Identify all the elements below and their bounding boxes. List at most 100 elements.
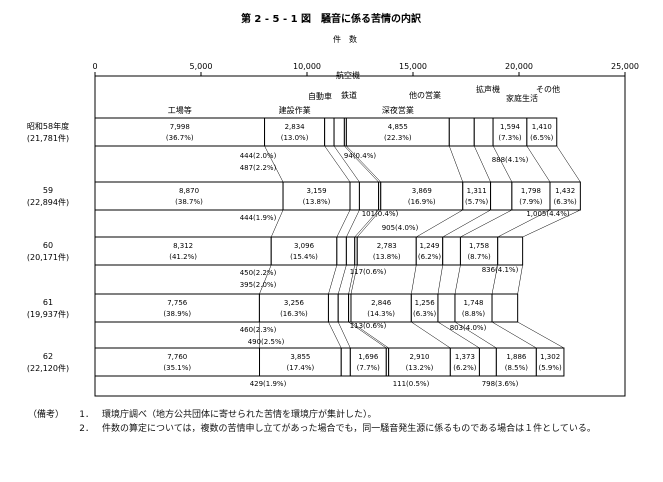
small-data-label: 487(2.2%): [240, 164, 277, 172]
data-label: 1,886: [506, 353, 527, 361]
connector-line: [556, 145, 581, 183]
data-label: (38.7%): [175, 198, 203, 206]
bar-segment: [345, 117, 450, 147]
small-data-label: 450(2.2%): [240, 269, 277, 277]
connector-line: [449, 145, 464, 183]
bar-segment: [495, 347, 537, 377]
series-label: その他: [536, 84, 560, 94]
bar-segment: [349, 181, 360, 211]
data-label: (7.9%): [519, 198, 543, 206]
connector-line: [346, 145, 381, 183]
data-label: (13.0%): [281, 134, 309, 142]
bar-segment: [490, 181, 513, 211]
connector-line: [328, 321, 342, 349]
bar-segment: [324, 117, 335, 147]
data-label: (6.5%): [530, 134, 554, 142]
bar-segment: [473, 117, 494, 147]
data-label: (7.7%): [357, 364, 381, 372]
note-row-1: （備考） 1． 環境庁調べ（地方公共団体に寄せられた苦情を環境庁が集計した）。: [28, 408, 658, 422]
bar-segment: [356, 236, 417, 266]
connector-line: [344, 145, 379, 183]
data-label: (8.7%): [467, 253, 491, 261]
bar-segment: [497, 236, 524, 266]
connector-line: [350, 321, 389, 349]
notes-block: （備考） 1． 環境庁調べ（地方公共団体に寄せられた苦情を環境庁が集計した）。 …: [28, 408, 658, 436]
connector-line: [517, 321, 565, 349]
category-total-label: (21,781件): [27, 133, 69, 143]
data-label: (8.5%): [505, 364, 529, 372]
small-data-label: 111(0.5%): [393, 380, 430, 388]
data-label: (16.9%): [408, 198, 436, 206]
data-label: 3,159: [307, 187, 327, 195]
bar-segment: [264, 117, 326, 147]
data-label: 1,373: [455, 353, 475, 361]
small-data-label: 803(4.0%): [450, 324, 487, 332]
data-label: (6.3%): [413, 310, 437, 318]
note-number: 2．: [79, 424, 94, 434]
note-text: 件数の算定については，複数の苦情申し立てがあった場合でも，同一騒音発生源に係るも…: [102, 424, 596, 434]
category-year-label: 61: [43, 298, 53, 307]
bar-segment: [410, 293, 439, 323]
data-label: 1,249: [419, 242, 439, 250]
category-year-label: 62: [43, 352, 53, 361]
small-data-label: 460(2.3%): [240, 326, 277, 334]
series-label: 他の営業: [409, 90, 441, 100]
small-data-label: 444(1.9%): [240, 214, 277, 222]
connector-line: [354, 209, 379, 238]
data-label: 7,998: [170, 123, 190, 131]
connector-line: [517, 264, 523, 295]
bar-segment: [462, 181, 492, 211]
small-data-label: 444(2.0%): [240, 152, 277, 160]
connector-line: [437, 264, 443, 295]
connector-line: [411, 264, 417, 295]
data-label: 1,311: [467, 187, 487, 195]
small-data-label: 395(2.0%): [240, 281, 277, 289]
category-year-label: 60: [43, 241, 53, 250]
series-label: 建設作業: [279, 105, 311, 115]
data-label: 7,760: [167, 353, 187, 361]
data-label: 1,758: [469, 242, 489, 250]
bar-segment: [270, 236, 338, 266]
bar-segment: [437, 293, 456, 323]
data-label: (13.8%): [373, 253, 401, 261]
data-label: 1,432: [555, 187, 575, 195]
notes-head: （備考）: [28, 410, 65, 420]
small-data-label: 888(4.1%): [492, 156, 529, 164]
data-label: (41.2%): [169, 253, 197, 261]
data-label: (6.3%): [554, 198, 578, 206]
series-label: 航空機: [336, 70, 360, 80]
data-label: 3,096: [294, 242, 315, 250]
data-label: (13.2%): [406, 364, 434, 372]
x-tick-label: 5,000: [190, 62, 213, 71]
small-data-label: 490(2.5%): [248, 338, 285, 346]
bar-segment: [349, 347, 387, 377]
small-data-label: 1,005(4.4%): [526, 210, 570, 218]
connector-line: [357, 209, 381, 238]
note-number: 1．: [79, 410, 94, 420]
bar-segment: [491, 293, 519, 323]
bar-segment: [94, 236, 272, 266]
bar-segment: [282, 181, 351, 211]
small-data-label: 113(0.6%): [350, 322, 387, 330]
small-data-label: 117(0.6%): [350, 268, 387, 276]
chart-title: 第 2 - 5 - 1 図 騒音に係る苦情の内訳: [241, 12, 422, 25]
data-label: (7.3%): [498, 134, 522, 142]
x-axis-label: 件 数: [333, 34, 357, 44]
bar-segment: [94, 347, 261, 377]
connector-line: [348, 264, 356, 295]
data-label: (5.9%): [539, 364, 563, 372]
plot-frame: [94, 75, 626, 397]
data-label: (6.2%): [453, 364, 477, 372]
data-label: 2,910: [409, 353, 429, 361]
connector-line: [460, 209, 512, 238]
data-label: (6.2%): [418, 253, 442, 261]
connector-line: [346, 209, 360, 238]
category-total-label: (20,171件): [27, 252, 69, 262]
category-total-label: (19,937件): [27, 309, 69, 319]
data-label: (16.3%): [280, 310, 308, 318]
connector-line: [442, 209, 491, 238]
small-data-label: 101(0.4%): [362, 210, 399, 218]
connector-line: [350, 264, 358, 295]
data-label: (14.3%): [367, 310, 395, 318]
